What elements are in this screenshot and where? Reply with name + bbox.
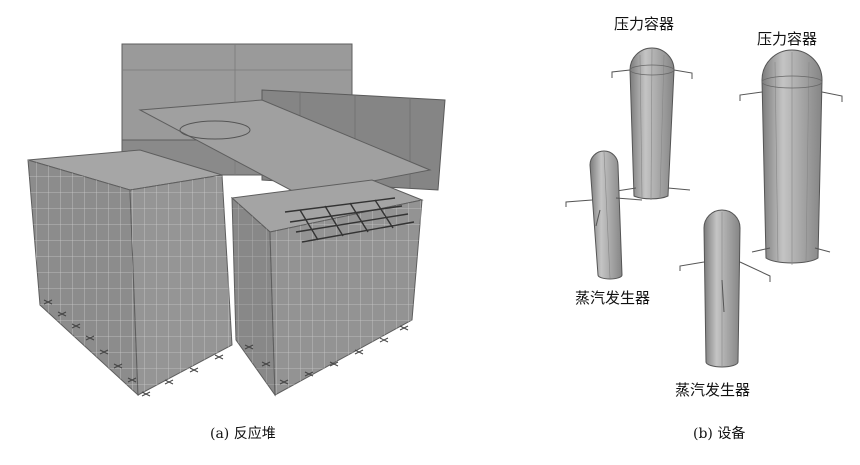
caption-reactor: (a) 反应堆 <box>210 425 276 442</box>
reactor-model <box>27 43 446 397</box>
equipment-model <box>565 47 843 368</box>
steam-generator-2 <box>679 209 771 368</box>
pressure-vessel-1-label: 压力容器 <box>614 15 674 33</box>
pressure-vessel-2 <box>739 49 843 265</box>
steam-generator-1-label: 蒸汽发生器 <box>575 289 650 307</box>
steam-generator-2-label: 蒸汽发生器 <box>675 381 750 399</box>
pressure-vessel-1 <box>609 47 693 201</box>
reactor-left-block <box>27 149 233 397</box>
pressure-vessel-2-label: 压力容器 <box>757 30 817 48</box>
reactor-middle-roof <box>138 99 432 196</box>
reactor-supports <box>43 299 409 397</box>
reactor-right-block <box>230 179 424 397</box>
steam-generator-1 <box>565 150 643 280</box>
caption-equipment: (b) 设备 <box>693 425 745 442</box>
